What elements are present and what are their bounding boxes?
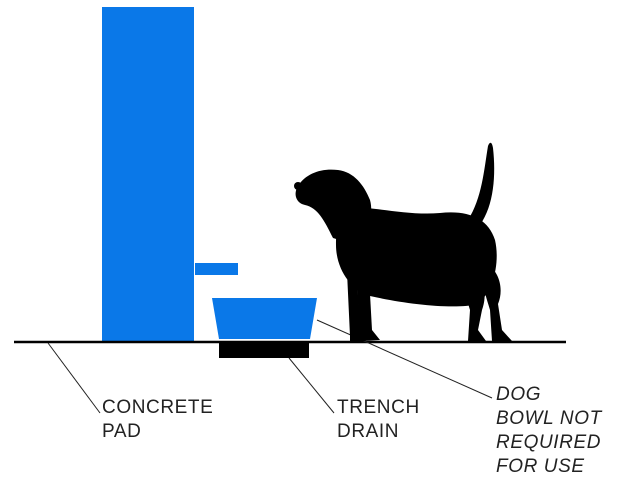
trench-drain [219,342,309,358]
dog-bowl-leader [316,319,493,399]
trench-drain-label: TRENCH DRAIN [337,397,420,442]
fountain-spout [195,263,238,275]
concrete-pad-leader [47,342,101,414]
trench-drain-leader [288,357,335,414]
fountain-column [102,7,194,341]
beagle-silhouette-icon [294,142,512,341]
dog-bowl-note-label: DOG BOWL NOT REQUIRED FOR USE [496,384,602,477]
dog-bowl [212,298,317,339]
concrete-pad-label: CONCRETE PAD [102,397,214,442]
